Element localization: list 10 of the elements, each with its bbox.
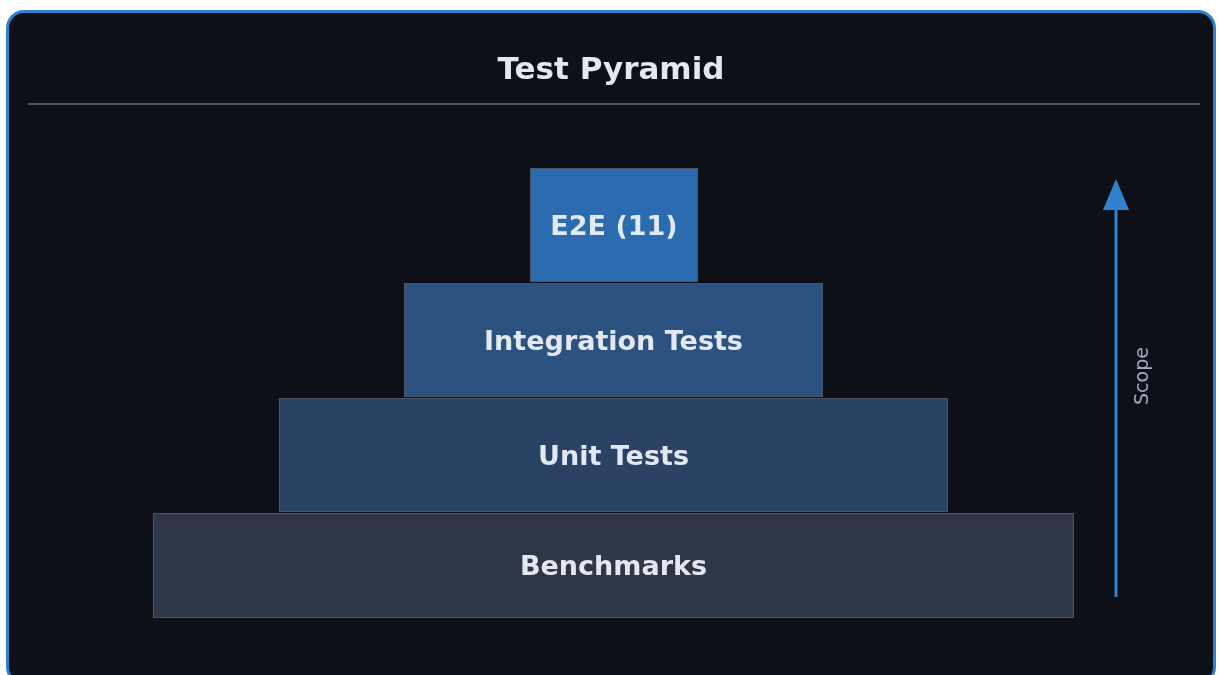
- axis-label: Scope: [1130, 347, 1152, 405]
- pyramid-tier: [404, 283, 823, 397]
- tier-label: E2E (11): [550, 209, 678, 241]
- diagram-title: Test Pyramid: [497, 50, 725, 86]
- pyramid-tier: [279, 398, 948, 512]
- tier-label: Benchmarks: [519, 550, 707, 581]
- tier-label: Unit Tests: [538, 439, 689, 471]
- pyramid-tier: [530, 168, 698, 282]
- tier-label: Integration Tests: [484, 324, 743, 356]
- pyramid-tier: [153, 513, 1074, 618]
